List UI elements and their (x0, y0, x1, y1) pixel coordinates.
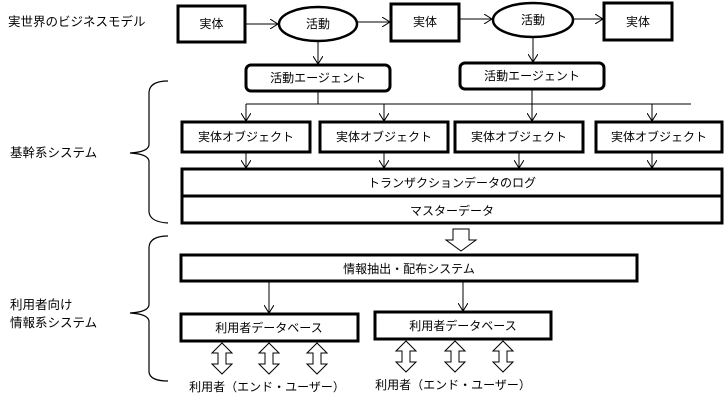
double-arrow-icon (257, 342, 281, 375)
agent-label-1: 活動エージェント (270, 71, 366, 85)
user-db-box-2: 利用者データベース (373, 310, 553, 341)
end-users-label-2: 利用者（エンド・ユーザー） (375, 378, 531, 392)
bidirectional-arrows-2 (394, 340, 515, 373)
user-db-box-1: 利用者データベース (179, 312, 360, 343)
entity-label-1: 実体 (199, 16, 223, 31)
double-arrow-icon (394, 340, 418, 373)
extraction-system-label: 情報抽出・配布システム (343, 262, 475, 276)
entity-box-1: 実体 (176, 4, 247, 44)
activity-label-1: 活動 (306, 17, 330, 31)
activity-ellipse-1: 活動 (277, 5, 359, 43)
end-users-label-1: 利用者（エンド・ユーザー） (189, 380, 345, 394)
data-store: トランザクションデータのログ マスターデータ (180, 167, 724, 225)
hollow-down-arrow (444, 228, 478, 252)
object-label-3: 実体オブジェクト (471, 129, 567, 144)
brace-user-info-system (129, 235, 169, 382)
label-user-info-system-1: 利用者向け (10, 297, 73, 312)
double-arrow-icon (305, 342, 329, 375)
object-box-1: 実体オブジェクト (180, 120, 312, 154)
object-label-4: 実体オブジェクト (611, 129, 707, 144)
master-data-label: マスターデータ (410, 203, 494, 218)
entity-label-3: 実体 (626, 14, 650, 29)
bidirectional-arrows-1 (210, 342, 329, 375)
entity-box-2: 実体 (389, 2, 461, 43)
extraction-system-box: 情報抽出・配布システム (179, 253, 639, 283)
activity-label-2: 活動 (521, 13, 545, 27)
object-label-1: 実体オブジェクト (198, 129, 294, 144)
entity-label-2: 実体 (413, 14, 437, 29)
agent-box-1: 活動エージェント (244, 63, 392, 93)
user-db-label-1: 利用者データベース (215, 320, 322, 335)
label-user-info-system-2: 情報系システム (10, 315, 97, 330)
user-db-label-2: 利用者データベース (409, 318, 516, 333)
label-real-world: 実世界のビジネスモデル (8, 14, 146, 29)
object-box-4: 実体オブジェクト (594, 120, 724, 154)
double-arrow-icon (210, 342, 234, 375)
object-label-2: 実体オブジェクト (336, 129, 432, 144)
transaction-log-label: トランザクションデータのログ (368, 175, 536, 190)
agent-label-2: 活動エージェント (484, 69, 580, 83)
object-box-2: 実体オブジェクト (318, 120, 450, 154)
agent-box-2: 活動エージェント (458, 61, 606, 91)
activity-ellipse-2: 活動 (491, 1, 575, 39)
double-arrow-icon (491, 340, 515, 373)
double-arrow-icon (443, 340, 467, 373)
brace-core-system (129, 80, 169, 224)
object-box-3: 実体オブジェクト (453, 120, 585, 154)
entity-box-3: 実体 (602, 1, 674, 42)
label-core-system: 基幹系システム (10, 145, 97, 160)
